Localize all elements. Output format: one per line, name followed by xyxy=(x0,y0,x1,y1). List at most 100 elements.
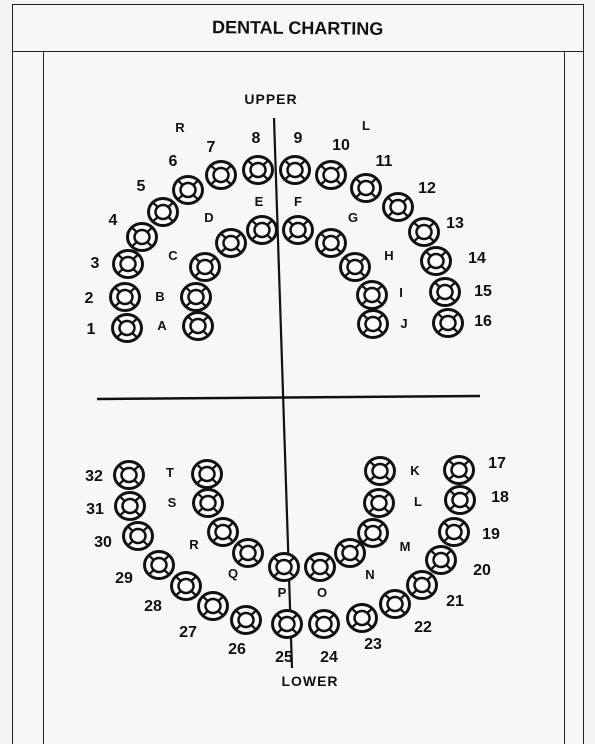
horizontal-divider xyxy=(97,396,480,399)
tooth-13[interactable] xyxy=(410,219,439,246)
tooth-B[interactable] xyxy=(182,284,211,311)
tooth-19[interactable] xyxy=(440,519,469,546)
tooth-number-label: 25 xyxy=(275,649,293,666)
tooth-number-label: 4 xyxy=(109,212,118,229)
tooth-5[interactable] xyxy=(149,199,178,226)
tooth-number-label: 20 xyxy=(473,562,491,579)
tooth-11[interactable] xyxy=(352,175,381,202)
tooth-1[interactable] xyxy=(113,315,142,342)
tooth-23[interactable] xyxy=(348,605,377,632)
tooth-number-label: 22 xyxy=(414,619,432,636)
upper-label: UPPER xyxy=(244,91,297,107)
tooth-letter-label: M xyxy=(400,539,411,554)
tooth-30[interactable] xyxy=(124,523,153,550)
tooth-27[interactable] xyxy=(199,593,228,620)
tooth-J[interactable] xyxy=(359,311,388,338)
tooth-16[interactable] xyxy=(434,310,463,337)
tooth-letter-label: P xyxy=(278,585,287,600)
tooth-14[interactable] xyxy=(422,248,451,275)
tooth-letter-label: R xyxy=(189,537,199,552)
tooth-H[interactable] xyxy=(341,254,370,281)
tooth-26[interactable] xyxy=(232,607,261,634)
tooth-A[interactable] xyxy=(184,313,213,340)
tooth-number-label: 2 xyxy=(85,290,94,307)
tooth-number-label: 24 xyxy=(320,649,338,666)
tooth-22[interactable] xyxy=(381,591,410,618)
tooth-number-label: 16 xyxy=(474,313,492,330)
tooth-K[interactable] xyxy=(366,458,395,485)
tooth-8[interactable] xyxy=(244,157,273,184)
tooth-number-label: 27 xyxy=(179,624,197,641)
tooth-letter-label: H xyxy=(384,248,393,263)
tooth-letter-label: N xyxy=(365,567,374,582)
tooth-letter-label: A xyxy=(157,318,167,333)
tooth-21[interactable] xyxy=(408,572,437,599)
tooth-number-label: 26 xyxy=(228,641,246,658)
tooth-S[interactable] xyxy=(194,490,223,517)
tooth-letter-label: L xyxy=(414,494,422,509)
right-side-label: R xyxy=(175,120,185,135)
tooth-letter-label: I xyxy=(399,285,403,300)
tooth-letter-label: T xyxy=(166,465,174,480)
tooth-letter-label: C xyxy=(168,248,178,263)
tooth-G[interactable] xyxy=(317,230,346,257)
tooth-letter-label: G xyxy=(348,210,358,225)
tooth-9[interactable] xyxy=(281,157,310,184)
tooth-T[interactable] xyxy=(193,461,222,488)
tooth-28[interactable] xyxy=(172,573,201,600)
tooth-17[interactable] xyxy=(445,457,474,484)
tooth-18[interactable] xyxy=(446,487,475,514)
tooth-12[interactable] xyxy=(384,194,413,221)
tooth-number-label: 23 xyxy=(364,636,382,653)
tooth-O[interactable] xyxy=(306,554,335,581)
tooth-10[interactable] xyxy=(317,162,346,189)
tooth-number-label: 30 xyxy=(94,534,112,551)
tooth-4[interactable] xyxy=(128,224,157,251)
tooth-7[interactable] xyxy=(207,162,236,189)
tooth-number-label: 8 xyxy=(252,130,261,147)
tooth-32[interactable] xyxy=(115,462,144,489)
tooth-P[interactable] xyxy=(270,554,299,581)
tooth-letter-label: J xyxy=(400,316,407,331)
tooth-20[interactable] xyxy=(427,547,456,574)
tooth-6[interactable] xyxy=(174,177,203,204)
tooth-letter-label: B xyxy=(155,289,164,304)
tooth-24[interactable] xyxy=(310,611,339,638)
tooth-L[interactable] xyxy=(365,490,394,517)
tooth-number-label: 12 xyxy=(418,180,436,197)
tooth-number-label: 5 xyxy=(137,178,146,195)
tooth-3[interactable] xyxy=(114,251,143,278)
tooth-number-label: 9 xyxy=(294,130,303,147)
tooth-C[interactable] xyxy=(191,254,220,281)
tooth-31[interactable] xyxy=(116,493,145,520)
tooth-number-label: 1 xyxy=(87,321,96,338)
tooth-N[interactable] xyxy=(336,540,365,567)
tooth-I[interactable] xyxy=(358,282,387,309)
tooth-M[interactable] xyxy=(359,520,388,547)
tooth-letter-label: S xyxy=(168,495,177,510)
tooth-F[interactable] xyxy=(284,217,313,244)
tooth-letter-label: D xyxy=(204,210,213,225)
tooth-E[interactable] xyxy=(248,217,277,244)
tooth-letter-label: F xyxy=(294,194,302,209)
tooth-number-label: 31 xyxy=(86,501,104,518)
tooth-letter-label: O xyxy=(317,585,327,600)
tooth-letter-label: Q xyxy=(228,566,238,581)
left-side-label: L xyxy=(362,118,370,133)
tooth-25[interactable] xyxy=(273,611,302,638)
lower-label: LOWER xyxy=(281,673,338,689)
tooth-letter-label: E xyxy=(255,194,264,209)
tooth-Q[interactable] xyxy=(234,540,263,567)
tooth-D[interactable] xyxy=(217,230,246,257)
tooth-number-label: 11 xyxy=(376,153,393,170)
tooth-number-label: 17 xyxy=(488,455,506,472)
tooth-29[interactable] xyxy=(145,552,174,579)
tooth-number-label: 6 xyxy=(169,153,178,170)
tooth-number-label: 21 xyxy=(446,593,464,610)
tooth-number-label: 18 xyxy=(491,489,509,506)
tooth-R[interactable] xyxy=(209,519,238,546)
tooth-15[interactable] xyxy=(431,279,460,306)
tooth-2[interactable] xyxy=(111,284,140,311)
tooth-number-label: 29 xyxy=(115,570,133,587)
